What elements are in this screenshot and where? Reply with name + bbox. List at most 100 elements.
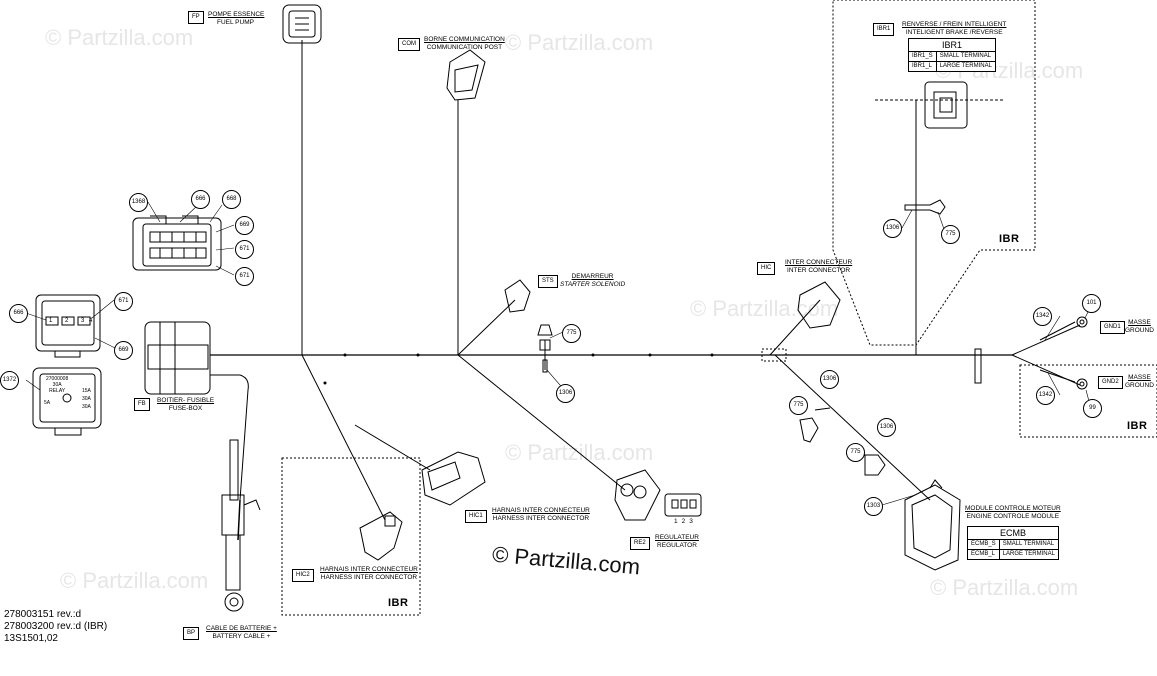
sts-label: DEMARREUR STARTER SOLENOID bbox=[560, 273, 625, 289]
gnd1-wire bbox=[1011, 324, 1081, 356]
watermark: © Partzilla.com bbox=[690, 296, 839, 321]
hic1-label-fr: HARNAIS INTER CONNECTEUR bbox=[492, 507, 590, 514]
revision-line: 13S1501,02 bbox=[4, 633, 58, 644]
battery-wire bbox=[210, 374, 249, 501]
hic1-label-en: HARNESS INTER CONNECTOR bbox=[492, 515, 590, 522]
hic2-label: HARNAIS INTER CONNECTEUR HARNESS INTER C… bbox=[320, 566, 418, 582]
ref-callout: 1342 bbox=[1033, 307, 1052, 326]
fuse-box bbox=[144, 321, 211, 395]
hic-label-en: INTER CONNECTOR bbox=[787, 267, 851, 274]
ibr-label: IBR bbox=[999, 233, 1020, 245]
fuse-block-1372 bbox=[32, 367, 102, 436]
bp-label-en: BATTERY CABLE + bbox=[212, 633, 271, 640]
bp-tag: BP bbox=[183, 627, 200, 640]
gnd1-label-en: GROUND bbox=[1125, 327, 1154, 334]
ibr-relay bbox=[904, 199, 946, 215]
fuse-block-f1: 5A bbox=[44, 400, 51, 406]
fp-label-en: FUEL PUMP bbox=[217, 19, 254, 26]
gnd2-label-fr: MASSE bbox=[1128, 374, 1151, 381]
watermark: © Partzilla.com bbox=[45, 25, 194, 50]
re2-label-en: REGULATOR bbox=[657, 542, 697, 549]
fp-tag: FP bbox=[188, 11, 204, 24]
ecmb-label-en: ENGINE CONTROLE MODULE bbox=[966, 513, 1060, 520]
fuse-block-f2: 15A bbox=[82, 388, 91, 394]
ibr1-table-cell: SMALL TERMINAL bbox=[935, 51, 996, 62]
fp-label: POMPE ESSENCE FUEL PUMP bbox=[208, 11, 264, 27]
pin-label: 3 bbox=[81, 318, 85, 324]
ref-callout: 99 bbox=[1083, 399, 1102, 418]
fb-label-en: FUSE-BOX bbox=[168, 405, 203, 412]
connector-666 bbox=[35, 294, 101, 358]
sts-label-fr: DEMARREUR bbox=[571, 273, 614, 280]
sts-connector bbox=[504, 279, 531, 313]
regulator-pin: 2 bbox=[681, 518, 690, 525]
ibr-region-hic2 bbox=[281, 457, 421, 616]
ibr-region-ground bbox=[1019, 364, 1157, 438]
ref-callout: 671 bbox=[235, 267, 254, 286]
regulator-pins: 123 bbox=[674, 518, 697, 526]
com-tag: COM bbox=[398, 38, 420, 51]
ibr1-table-cell: IBR1_S bbox=[908, 51, 937, 62]
pin-label: 2 bbox=[65, 318, 69, 324]
ibr1-table-title: IBR1 bbox=[908, 38, 996, 52]
fb-label: BOITIER- FUSIBLE FUSE-BOX bbox=[157, 397, 214, 413]
revision-info: 278003151 rev.:d 278003200 rev.:d (IBR) … bbox=[4, 609, 107, 645]
fuse-block-text: 27000008 30A RELAY bbox=[46, 376, 68, 394]
gnd1-terminal bbox=[1039, 316, 1088, 341]
ecmb-table-cell: ECMB_S bbox=[967, 539, 1000, 550]
ecm-wire bbox=[774, 354, 931, 501]
ibr1-label-fr: RENVERSE / FREIN INTELLIGENT bbox=[902, 21, 1007, 28]
ref-callout: 775 bbox=[941, 225, 960, 244]
ibr1-tag: IBR1 bbox=[873, 23, 895, 36]
hic2-label-en: HARNESS INTER CONNECTOR bbox=[320, 574, 418, 581]
watermark: © Partzilla.com bbox=[930, 575, 1079, 600]
gnd1-label: MASSE GROUND bbox=[1125, 319, 1154, 335]
ref-callout: 1372 bbox=[0, 371, 19, 390]
ref-callout: 671 bbox=[235, 240, 254, 259]
ecmb-label: MODULE CONTROLE MOTEUR ENGINE CONTROLE M… bbox=[965, 505, 1061, 521]
hic-label: INTER CONNECTEUR INTER CONNECTOR bbox=[785, 259, 852, 275]
fb-label-fr: BOITIER- FUSIBLE bbox=[157, 397, 215, 404]
pin-label: 4 bbox=[89, 318, 93, 324]
ref-callout: 1368 bbox=[129, 193, 148, 212]
fuse-block-rating: 30A bbox=[52, 382, 62, 388]
ref-callout: 666 bbox=[191, 190, 210, 209]
gnd2-label: MASSE GROUND bbox=[1125, 374, 1154, 390]
ref-callout: 775 bbox=[789, 396, 808, 415]
re2-label: REGULATEUR REGULATOR bbox=[655, 534, 699, 550]
fuse-block-title: 27000008 bbox=[46, 376, 69, 382]
gnd2-terminal bbox=[1039, 369, 1088, 390]
gnd2-label-en: GROUND bbox=[1125, 382, 1154, 389]
ecmb-table-title: ECMB bbox=[967, 526, 1059, 540]
ibr-region-top bbox=[832, 0, 1036, 346]
revision-line: 278003151 rev.:d bbox=[4, 609, 82, 620]
ref-callout: 1306 bbox=[820, 370, 839, 389]
watermark: © Partzilla.com bbox=[505, 30, 654, 55]
ref-callout: 671 bbox=[114, 292, 133, 311]
hic2-wire bbox=[301, 354, 386, 521]
gnd1-label-fr: MASSE bbox=[1128, 319, 1151, 326]
ref-callout: 1303 bbox=[864, 497, 883, 516]
fp-label-fr: POMPE ESSENCE bbox=[208, 11, 265, 18]
ecu-connector-1368 bbox=[132, 215, 222, 271]
fuse-block-f3: 30A bbox=[82, 396, 91, 402]
hic-tag: HIC bbox=[757, 262, 776, 275]
hic1-connector bbox=[421, 451, 486, 506]
hic2-tag: HIC2 bbox=[292, 569, 314, 582]
battery-cable bbox=[221, 439, 261, 612]
ref-callout: 1306 bbox=[877, 418, 896, 437]
com-label-fr: BORNE COMMUNICATION bbox=[424, 36, 505, 43]
revision-line: 278003200 rev.:d (IBR) bbox=[4, 621, 108, 632]
ecm-relay-b bbox=[864, 454, 886, 476]
gnd2-tag: GND2 bbox=[1098, 376, 1123, 389]
hic-connector bbox=[797, 281, 841, 329]
bp-label-fr: CABLE DE BATTERIE + bbox=[206, 625, 277, 632]
com-label-en: COMMUNICATION POST bbox=[426, 44, 503, 51]
sts-tag: STS bbox=[538, 275, 558, 288]
ibr1-table-cell: LARGE TERMINAL bbox=[935, 61, 996, 72]
com-connector bbox=[446, 49, 486, 101]
ecmb-label-fr: MODULE CONTROLE MOTEUR bbox=[965, 505, 1061, 512]
regulator-connector bbox=[614, 469, 702, 521]
